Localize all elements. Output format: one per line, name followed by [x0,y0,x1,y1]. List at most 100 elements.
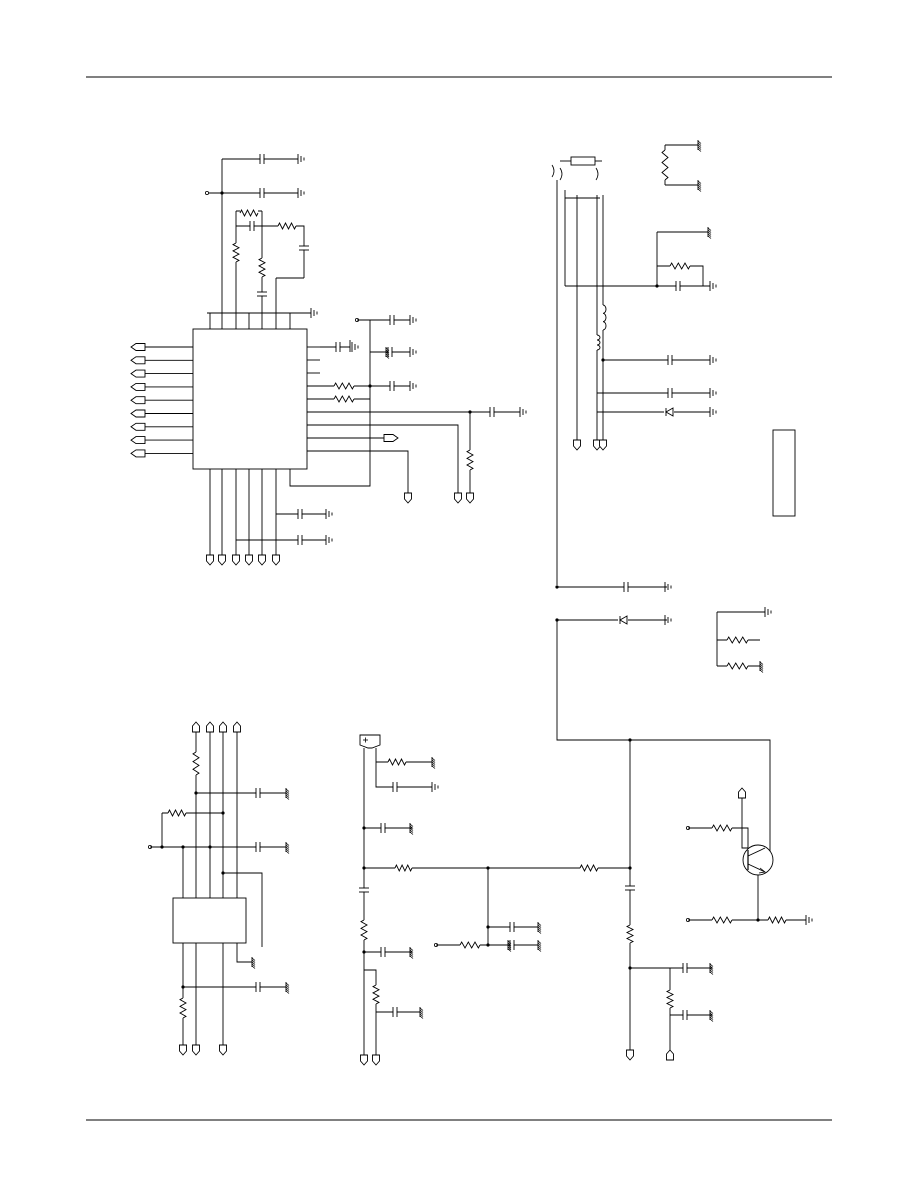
resistor-zigzag [661,149,669,181]
resistor-symbol [372,984,380,1005]
wire [223,872,263,947]
ground-hatch [285,790,290,794]
ground-hatch [419,1009,424,1013]
port-arrow-symbol [130,356,146,365]
op-amp-symbol [359,734,381,749]
ground-hatch [537,922,542,926]
ic-u1-body [192,328,308,470]
ground-symbol [709,388,717,398]
ground-hatch [409,947,414,951]
ground-hatch [385,351,390,355]
port-outline [206,721,214,733]
ground-hatch [385,347,390,351]
port-arrow-symbol [206,554,214,566]
cap-gap [676,284,680,288]
capacitor-symbol [667,355,673,365]
port-arrow-symbol [573,439,581,451]
resistor-zigzag [232,242,240,263]
ground-hatch [537,948,542,952]
port-arrow-symbol [626,1049,634,1061]
resistor-zigzag [387,757,407,767]
cap-gap [624,585,628,589]
resistor-zigzag [167,808,187,818]
chassis-ground-symbol [697,140,702,152]
wire [307,424,459,493]
port-arrow-symbol [360,1054,368,1066]
port-arrow-symbol [192,1044,200,1056]
port-outline [383,434,399,442]
capacitor-symbol [359,887,369,893]
capacitor-symbol [255,982,261,992]
port-arrow-symbol [130,396,146,405]
resistor-zigzag [394,863,413,873]
ground-hatch [697,144,702,148]
ground-hatch [409,831,414,835]
junction-dot [486,925,490,929]
port-arrow-symbol [179,1044,187,1056]
ground-hatch [537,926,542,930]
ground-hatch [709,1016,714,1020]
port-arrow-symbol [219,1044,227,1056]
junction-dot [655,284,659,288]
cap-gap [302,246,306,250]
capacitor-symbol [259,188,265,198]
cap-gap [683,1013,687,1017]
cap-gap [381,950,385,954]
capacitor-symbol [249,221,255,231]
resistor-symbol [625,924,635,944]
port-arrow-symbol [130,369,146,378]
junction-dot [220,191,224,195]
ground-hatch [285,982,290,986]
ground-hatch [697,146,702,150]
cap-gap [393,1010,397,1014]
capacitor-symbol [489,407,495,417]
ground-hatch [759,669,764,673]
chassis-ground-symbol [285,842,290,854]
resistor-zigzag [258,257,266,278]
ground-hatch [285,850,290,854]
port-outline [272,554,280,566]
chassis-ground-symbol [537,922,542,934]
port-arrow-symbol [738,787,746,799]
ground-hatch [709,965,714,969]
resistor-zigzag [360,919,368,941]
ground-hatch [419,1015,424,1019]
ground-hatch [709,1012,714,1016]
terminal-dot [204,190,209,195]
cap-gap [381,826,385,830]
ground-symbol [409,315,417,325]
port-arrow-symbol [219,721,227,733]
ground-hatch [251,963,256,967]
inductor-symbol [596,334,601,351]
junction-dot [601,358,605,362]
port-arrow-symbol [466,492,474,504]
ground-hatch [709,967,714,971]
capacitor-symbol [389,381,395,391]
ground-hatch [285,788,290,792]
resistor-symbol [360,919,368,941]
wire [289,399,371,487]
port-outline [219,721,227,733]
capacitor-symbol [667,388,673,398]
junction-dot [208,845,212,849]
transistor-symbol [742,844,774,876]
junction-dot [486,943,490,947]
ground-symbol [664,582,672,592]
resistor-symbol [669,262,691,270]
cap-gap [298,538,302,542]
ground-symbol [409,381,417,391]
resistor-zigzag [179,997,187,1019]
chassis-ground-symbol [409,823,414,835]
port-arrow-symbol [383,434,399,442]
ground-hatch [537,940,542,944]
resistor-zigzag [665,989,675,1009]
port-outline [573,439,581,451]
ground-hatch [409,827,414,831]
ground-hatch [251,959,256,963]
resistor-zigzag [726,662,749,670]
ground-hatch [709,963,714,967]
ground-hatch [697,140,702,144]
port-arrow-symbol [130,449,146,458]
ground-hatch [537,942,542,946]
resistor-symbol [394,863,413,873]
